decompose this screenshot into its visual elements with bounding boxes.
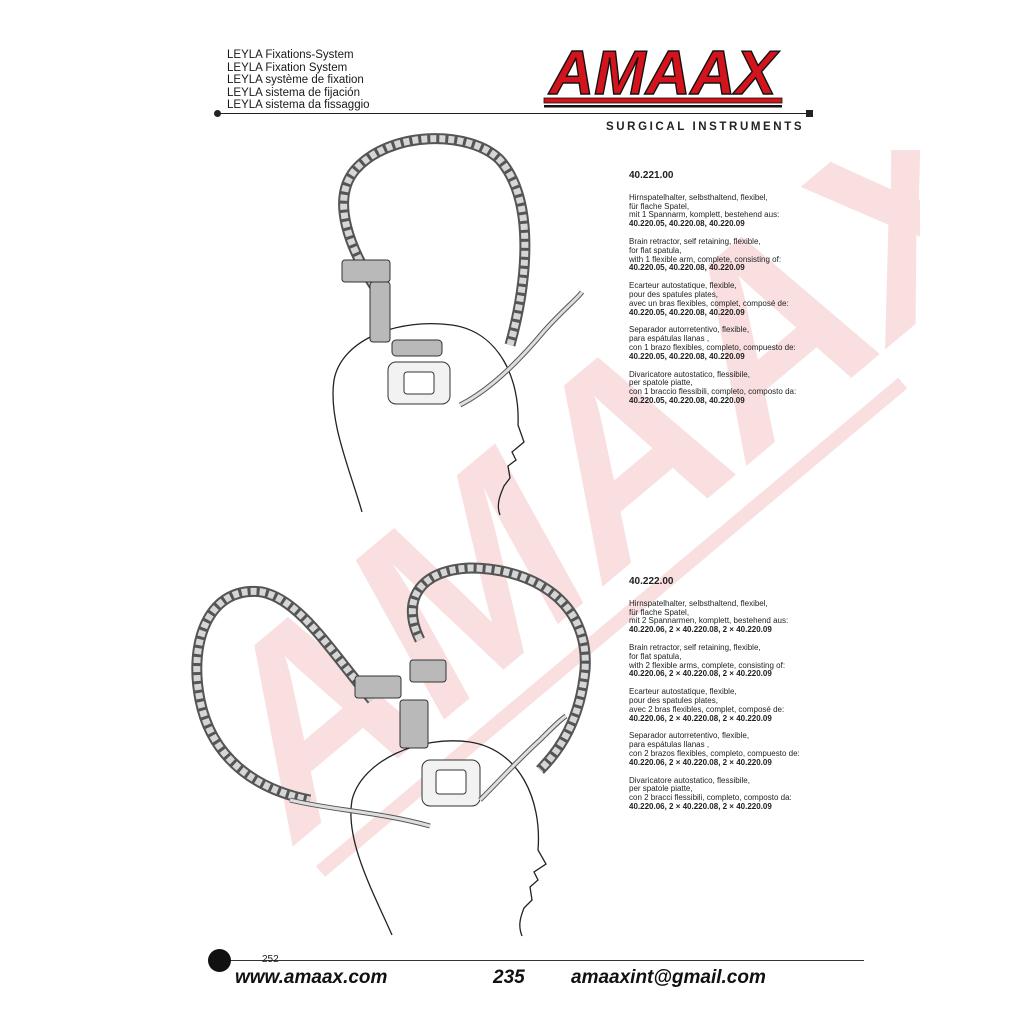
logo-text: AMAAX	[547, 40, 780, 108]
title-de: LEYLA Fixations-System	[227, 49, 354, 61]
header-divider-dot	[214, 110, 221, 117]
footer-dot	[208, 949, 231, 972]
head-profile-bottom	[350, 740, 547, 937]
desc-line: Brain retractor, self retaining, flexibl…	[629, 236, 761, 246]
description-it: Divaricatore autostatico, flessibile, pe…	[629, 775, 800, 812]
desc-line: Divaricatore autostatico, flessibile,	[629, 775, 750, 785]
footer-divider	[231, 960, 864, 961]
desc-parts: 40.220.05, 40.220.08, 40.220.09	[629, 307, 745, 317]
desc-line: Separador autorretentivo, flexible,	[629, 325, 750, 335]
title-it: LEYLA sistema da fissaggio	[227, 99, 370, 112]
desc-line: avec 2 bras flexibles, complet, composé …	[629, 704, 785, 714]
system-title-list: LEYLA Fixations-System LEYLA Fixation Sy…	[227, 49, 370, 112]
head-profile-top	[332, 323, 525, 516]
desc-line: Hirnspatelhalter, selbsthaltend, flexibe…	[629, 598, 768, 608]
desc-parts: 40.220.06, 2 × 40.220.08, 2 × 40.220.09	[629, 801, 772, 811]
desc-line: Brain retractor, self retaining, flexibl…	[629, 642, 761, 652]
catalog-page-number: 252	[262, 954, 279, 965]
title-es: LEYLA sistema de fijación	[227, 86, 360, 99]
desc-line: con 1 brazo flexibles, completo, compues…	[629, 342, 796, 352]
desc-parts: 40.220.06, 2 × 40.220.08, 2 × 40.220.09	[629, 669, 772, 679]
description-it: Divaricatore autostatico, flessibile, pe…	[629, 369, 797, 406]
header-divider	[218, 113, 810, 114]
product-code: 40.222.00	[629, 576, 674, 587]
description-fr: Ecarteur autostatique, flexible, pour de…	[629, 281, 796, 317]
title-fr: LEYLA système de fixation	[227, 74, 364, 87]
desc-line: for flat spatula,	[629, 245, 682, 255]
desc-parts: 40.220.06, 2 × 40.220.08, 2 × 40.220.09	[629, 625, 772, 635]
clamp-top	[341, 259, 451, 405]
amaax-watermark: AMAAX	[140, 150, 920, 891]
spatula-bottom-right	[478, 713, 568, 802]
desc-line: für flache Spatel,	[629, 201, 690, 211]
desc-parts: 40.220.06, 2 × 40.220.08, 2 × 40.220.09	[629, 757, 772, 767]
product-40-221-00: 40.221.00 Hirnspatelhalter, selbsthalten…	[629, 170, 797, 415]
desc-parts: 40.220.05, 40.220.08, 40.220.09	[629, 263, 745, 273]
desc-line: para espátulas llanas ,	[629, 334, 710, 344]
desc-line: Separador autorretentivo, flexible,	[629, 731, 750, 741]
header-divider-square	[806, 110, 813, 117]
description-fr: Ecarteur autostatique, flexible, pour de…	[629, 687, 800, 723]
website-link[interactable]: www.amaax.com	[235, 967, 388, 988]
desc-line: with 2 flexible arms, complete, consisti…	[629, 660, 786, 670]
desc-line: mit 1 Spannarm, komplett, bestehend aus:	[629, 210, 780, 220]
desc-line: con 1 braccio flessibili, completo, comp…	[629, 387, 797, 397]
desc-line: mit 2 Spannarmen, komplett, bestehend au…	[629, 616, 789, 626]
desc-parts: 40.220.05, 40.220.08, 40.220.09	[629, 351, 745, 361]
flexible-arms-bottom	[191, 562, 591, 806]
description-en: Brain retractor, self retaining, flexibl…	[629, 236, 796, 273]
desc-line: for flat spatula,	[629, 651, 682, 661]
spatula-bottom-left	[289, 797, 431, 829]
flexible-arm-top	[338, 133, 531, 347]
product-code: 40.221.00	[629, 170, 674, 181]
desc-line: para espátulas llanas ,	[629, 740, 710, 750]
clamp-bottom	[354, 659, 481, 807]
email-link[interactable]: amaaxint@gmail.com	[571, 967, 766, 988]
description-de: Hirnspatelhalter, selbsthaltend, flexibe…	[629, 598, 800, 635]
spatula-top	[458, 290, 585, 408]
desc-line: per spatole piatte,	[629, 784, 693, 794]
title-en: LEYLA Fixation System	[227, 61, 348, 74]
description-es: Separador autorretentivo, flexible, para…	[629, 732, 800, 767]
desc-parts: 40.220.06, 2 × 40.220.08, 2 × 40.220.09	[629, 713, 772, 723]
product-40-222-00: 40.222.00 Hirnspatelhalter, selbsthalten…	[629, 576, 800, 821]
desc-line: Hirnspatelhalter, selbsthaltend, flexibe…	[629, 192, 768, 202]
desc-line: Divaricatore autostatico, flessibile,	[629, 369, 750, 379]
desc-line: pour des spatules plates,	[629, 289, 718, 299]
desc-line: con 2 bracci flessibili, completo, compo…	[629, 793, 792, 803]
desc-line: avec un bras flexibles, complet, composé…	[629, 298, 789, 308]
description-en: Brain retractor, self retaining, flexibl…	[629, 642, 800, 679]
desc-line: Ecarteur autostatique, flexible,	[629, 687, 737, 697]
page-number: 235	[493, 967, 525, 988]
amaax-logo: AMAAX	[543, 40, 783, 109]
desc-parts: 40.220.05, 40.220.08, 40.220.09	[629, 395, 745, 405]
description-de: Hirnspatelhalter, selbsthaltend, flexibe…	[629, 192, 796, 229]
desc-line: with 1 flexible arm, complete, consistin…	[629, 254, 782, 264]
desc-parts: 40.220.05, 40.220.08, 40.220.09	[629, 219, 745, 229]
desc-line: pour des spatules plates,	[629, 695, 718, 705]
description-es: Separador autorretentivo, flexible, para…	[629, 326, 796, 361]
desc-line: Ecarteur autostatique, flexible,	[629, 281, 737, 291]
logo-tagline: SURGICAL INSTRUMENTS	[606, 121, 805, 133]
desc-line: für flache Spatel,	[629, 607, 690, 617]
watermark-text: AMAAX	[140, 150, 920, 891]
desc-line: con 2 brazos flexibles, completo, compue…	[629, 748, 800, 758]
desc-line: per spatole piatte,	[629, 378, 693, 388]
